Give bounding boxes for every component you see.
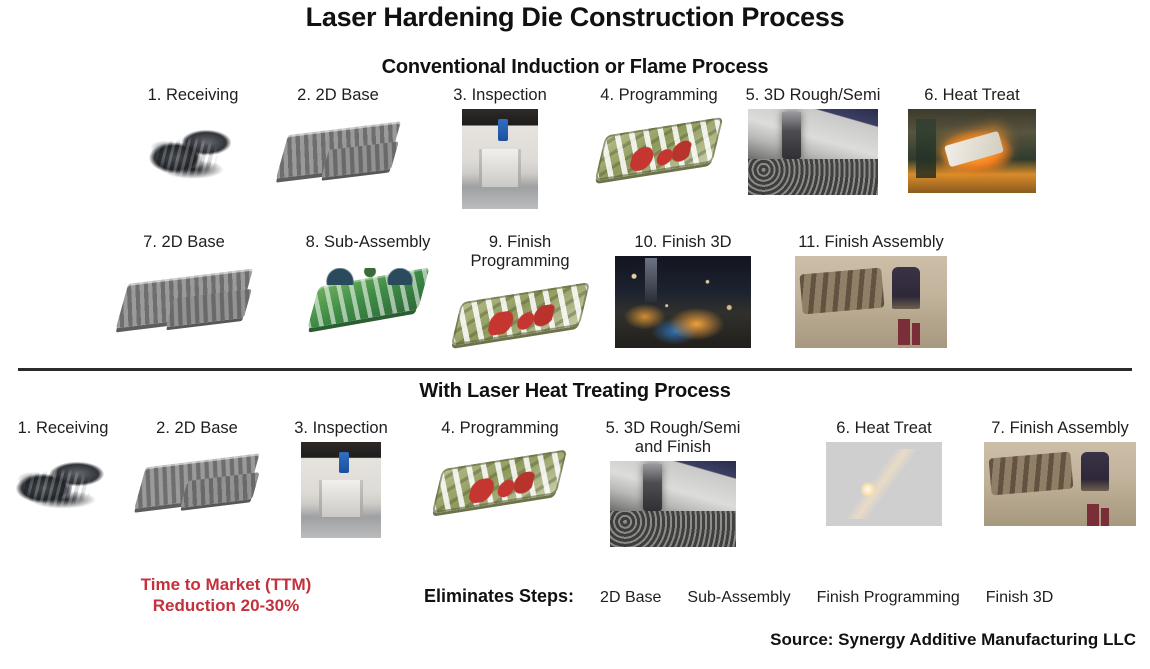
ttm-callout: Time to Market (TTM) Reduction 20-30% <box>140 575 312 615</box>
process-step-label: 3. Inspection <box>453 86 547 104</box>
process-step: 1. Receiving <box>0 419 152 522</box>
process-step-label: 7. 2D Base <box>143 233 225 251</box>
finish-assembly-photo <box>984 442 1136 526</box>
2d-base-render <box>274 109 402 193</box>
process-step-label: 7. Finish Assembly <box>991 419 1129 437</box>
process-step: 6. Heat Treat <box>795 419 973 526</box>
eliminated-step: Sub-Assembly <box>687 589 791 606</box>
cnc-milling-photo <box>748 109 878 195</box>
2d-base-render <box>113 256 255 342</box>
source-credit: Source: Synergy Additive Manufacturing L… <box>770 630 1136 649</box>
process-step: 7. 2D Base <box>96 233 272 342</box>
process-step: 7. Finish Assembly <box>971 419 1149 526</box>
process-step-label: 2. 2D Base <box>156 419 238 437</box>
eliminates-steps-row: Eliminates Steps: 2D Base Sub-Assembly F… <box>424 586 1053 607</box>
process-step-label: 2. 2D Base <box>297 86 379 104</box>
cad-programming-render <box>595 109 723 193</box>
process-step-label: 3. Inspection <box>294 419 388 437</box>
process-step: 6. Heat Treat <box>892 86 1052 193</box>
inspection-machine-photo <box>462 109 538 209</box>
process-step-label: 11. Finish Assembly <box>798 233 944 251</box>
finish-assembly-photo <box>795 256 947 348</box>
cad-programming-render <box>432 442 568 524</box>
section-divider <box>18 368 1132 371</box>
cad-programming-render <box>450 275 590 355</box>
process-step: 4. Programming <box>579 86 739 193</box>
page-title: Laser Hardening Die Construction Process <box>305 2 845 32</box>
die-casting-photo <box>138 109 248 193</box>
process-step: 9. Finish Programming <box>432 233 608 355</box>
process-step: 2. 2D Base <box>258 86 418 193</box>
process-step-label: 1. Receiving <box>147 86 239 104</box>
cad-sub-assembly-render <box>302 256 434 342</box>
process-step: 1. Receiving <box>113 86 273 193</box>
die-casting-photo <box>4 442 122 522</box>
section-heading-conventional: Conventional Induction or Flame Process <box>381 56 769 78</box>
process-step-label: 4. Programming <box>441 419 559 437</box>
process-step: 3. Inspection <box>252 419 430 538</box>
process-step-label: 5. 3D Rough/Semi <box>745 86 881 104</box>
process-step: 10. Finish 3D <box>595 233 771 348</box>
section-heading-laser: With Laser Heat Treating Process <box>419 380 731 402</box>
process-step: 2. 2D Base <box>108 419 286 522</box>
process-step: 8. Sub-Assembly <box>280 233 456 342</box>
process-step: 5. 3D Rough/Semi and Finish <box>584 419 762 547</box>
inspection-machine-photo <box>301 442 381 538</box>
process-step-label: 6. Heat Treat <box>924 86 1020 104</box>
process-step-label: 1. Receiving <box>17 419 109 437</box>
process-step-label: 9. Finish Programming <box>470 233 570 270</box>
laser-heat-treat-photo <box>826 442 942 526</box>
process-step: 5. 3D Rough/Semi <box>733 86 893 195</box>
eliminates-steps-label: Eliminates Steps: <box>424 586 575 606</box>
cnc-milling-photo <box>610 461 736 547</box>
flame-heat-treat-photo <box>908 109 1036 193</box>
eliminated-step: 2D Base <box>600 589 662 606</box>
2d-base-render <box>132 442 262 522</box>
process-step-label: 4. Programming <box>600 86 718 104</box>
process-step: 11. Finish Assembly <box>783 233 959 348</box>
eliminated-step: Finish Programming <box>816 589 960 606</box>
eliminated-step: Finish 3D <box>985 589 1054 606</box>
process-step-label: 10. Finish 3D <box>634 233 732 251</box>
process-step: 3. Inspection <box>420 86 580 209</box>
process-step-label: 8. Sub-Assembly <box>305 233 431 251</box>
process-step-label: 6. Heat Treat <box>836 419 932 437</box>
process-step-label: 5. 3D Rough/Semi and Finish <box>605 419 741 456</box>
process-step: 4. Programming <box>411 419 589 524</box>
finish-3d-shop-photo <box>615 256 751 348</box>
